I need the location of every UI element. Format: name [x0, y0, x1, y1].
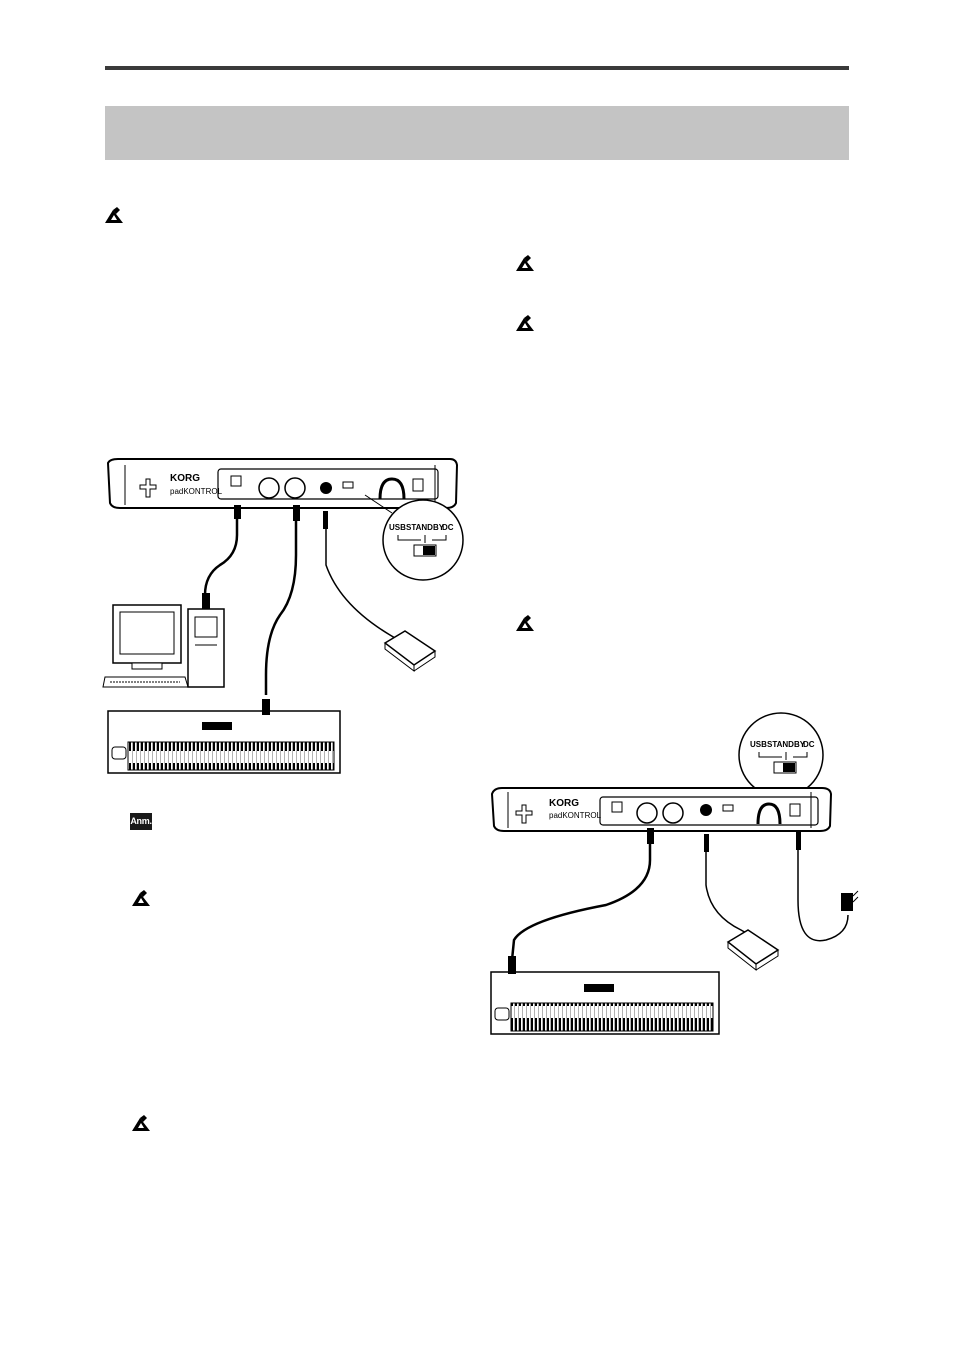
usb-label: USB: [750, 740, 767, 749]
section-banner: [105, 106, 849, 160]
standby-label: STANDBY: [767, 740, 806, 749]
standby-label: STANDBY: [406, 523, 445, 532]
padkontrol-rear-panel: KORG padKONTROL: [106, 458, 459, 509]
top-rule: [105, 66, 849, 70]
keyboard-synth-icon: [490, 956, 720, 1035]
padkontrol-logo: padKONTROL: [170, 487, 223, 496]
dc-label: DC: [803, 740, 815, 749]
note-icon: [105, 207, 123, 223]
note-icon: [516, 315, 534, 331]
note-icon: [132, 890, 150, 906]
keyboard-synth-icon: [107, 699, 341, 774]
foot-pedal-icon: [383, 630, 437, 673]
padkontrol-logo: padKONTROL: [549, 811, 602, 820]
dc-label: DC: [442, 523, 454, 532]
anm-badge: Anm.: [130, 813, 152, 830]
foot-pedal-icon: [726, 929, 780, 972]
power-switch-inset: USB STANDBY DC: [364, 494, 464, 581]
note-icon: [516, 615, 534, 631]
usb-label: USB: [389, 523, 406, 532]
note-icon: [132, 1115, 150, 1131]
korg-logo: KORG: [549, 798, 579, 809]
connection-diagram-usb: KORG padKONTROL USB STANDBY DC: [102, 458, 464, 774]
connection-diagram-dc: USB STANDBY DC KORG padKONTROL: [490, 712, 859, 1035]
note-icon: [516, 255, 534, 271]
ac-adapter-icon: [841, 890, 859, 911]
padkontrol-rear-panel: KORG padKONTROL: [490, 787, 833, 832]
computer-icon: [102, 593, 225, 688]
korg-logo: KORG: [170, 473, 200, 484]
